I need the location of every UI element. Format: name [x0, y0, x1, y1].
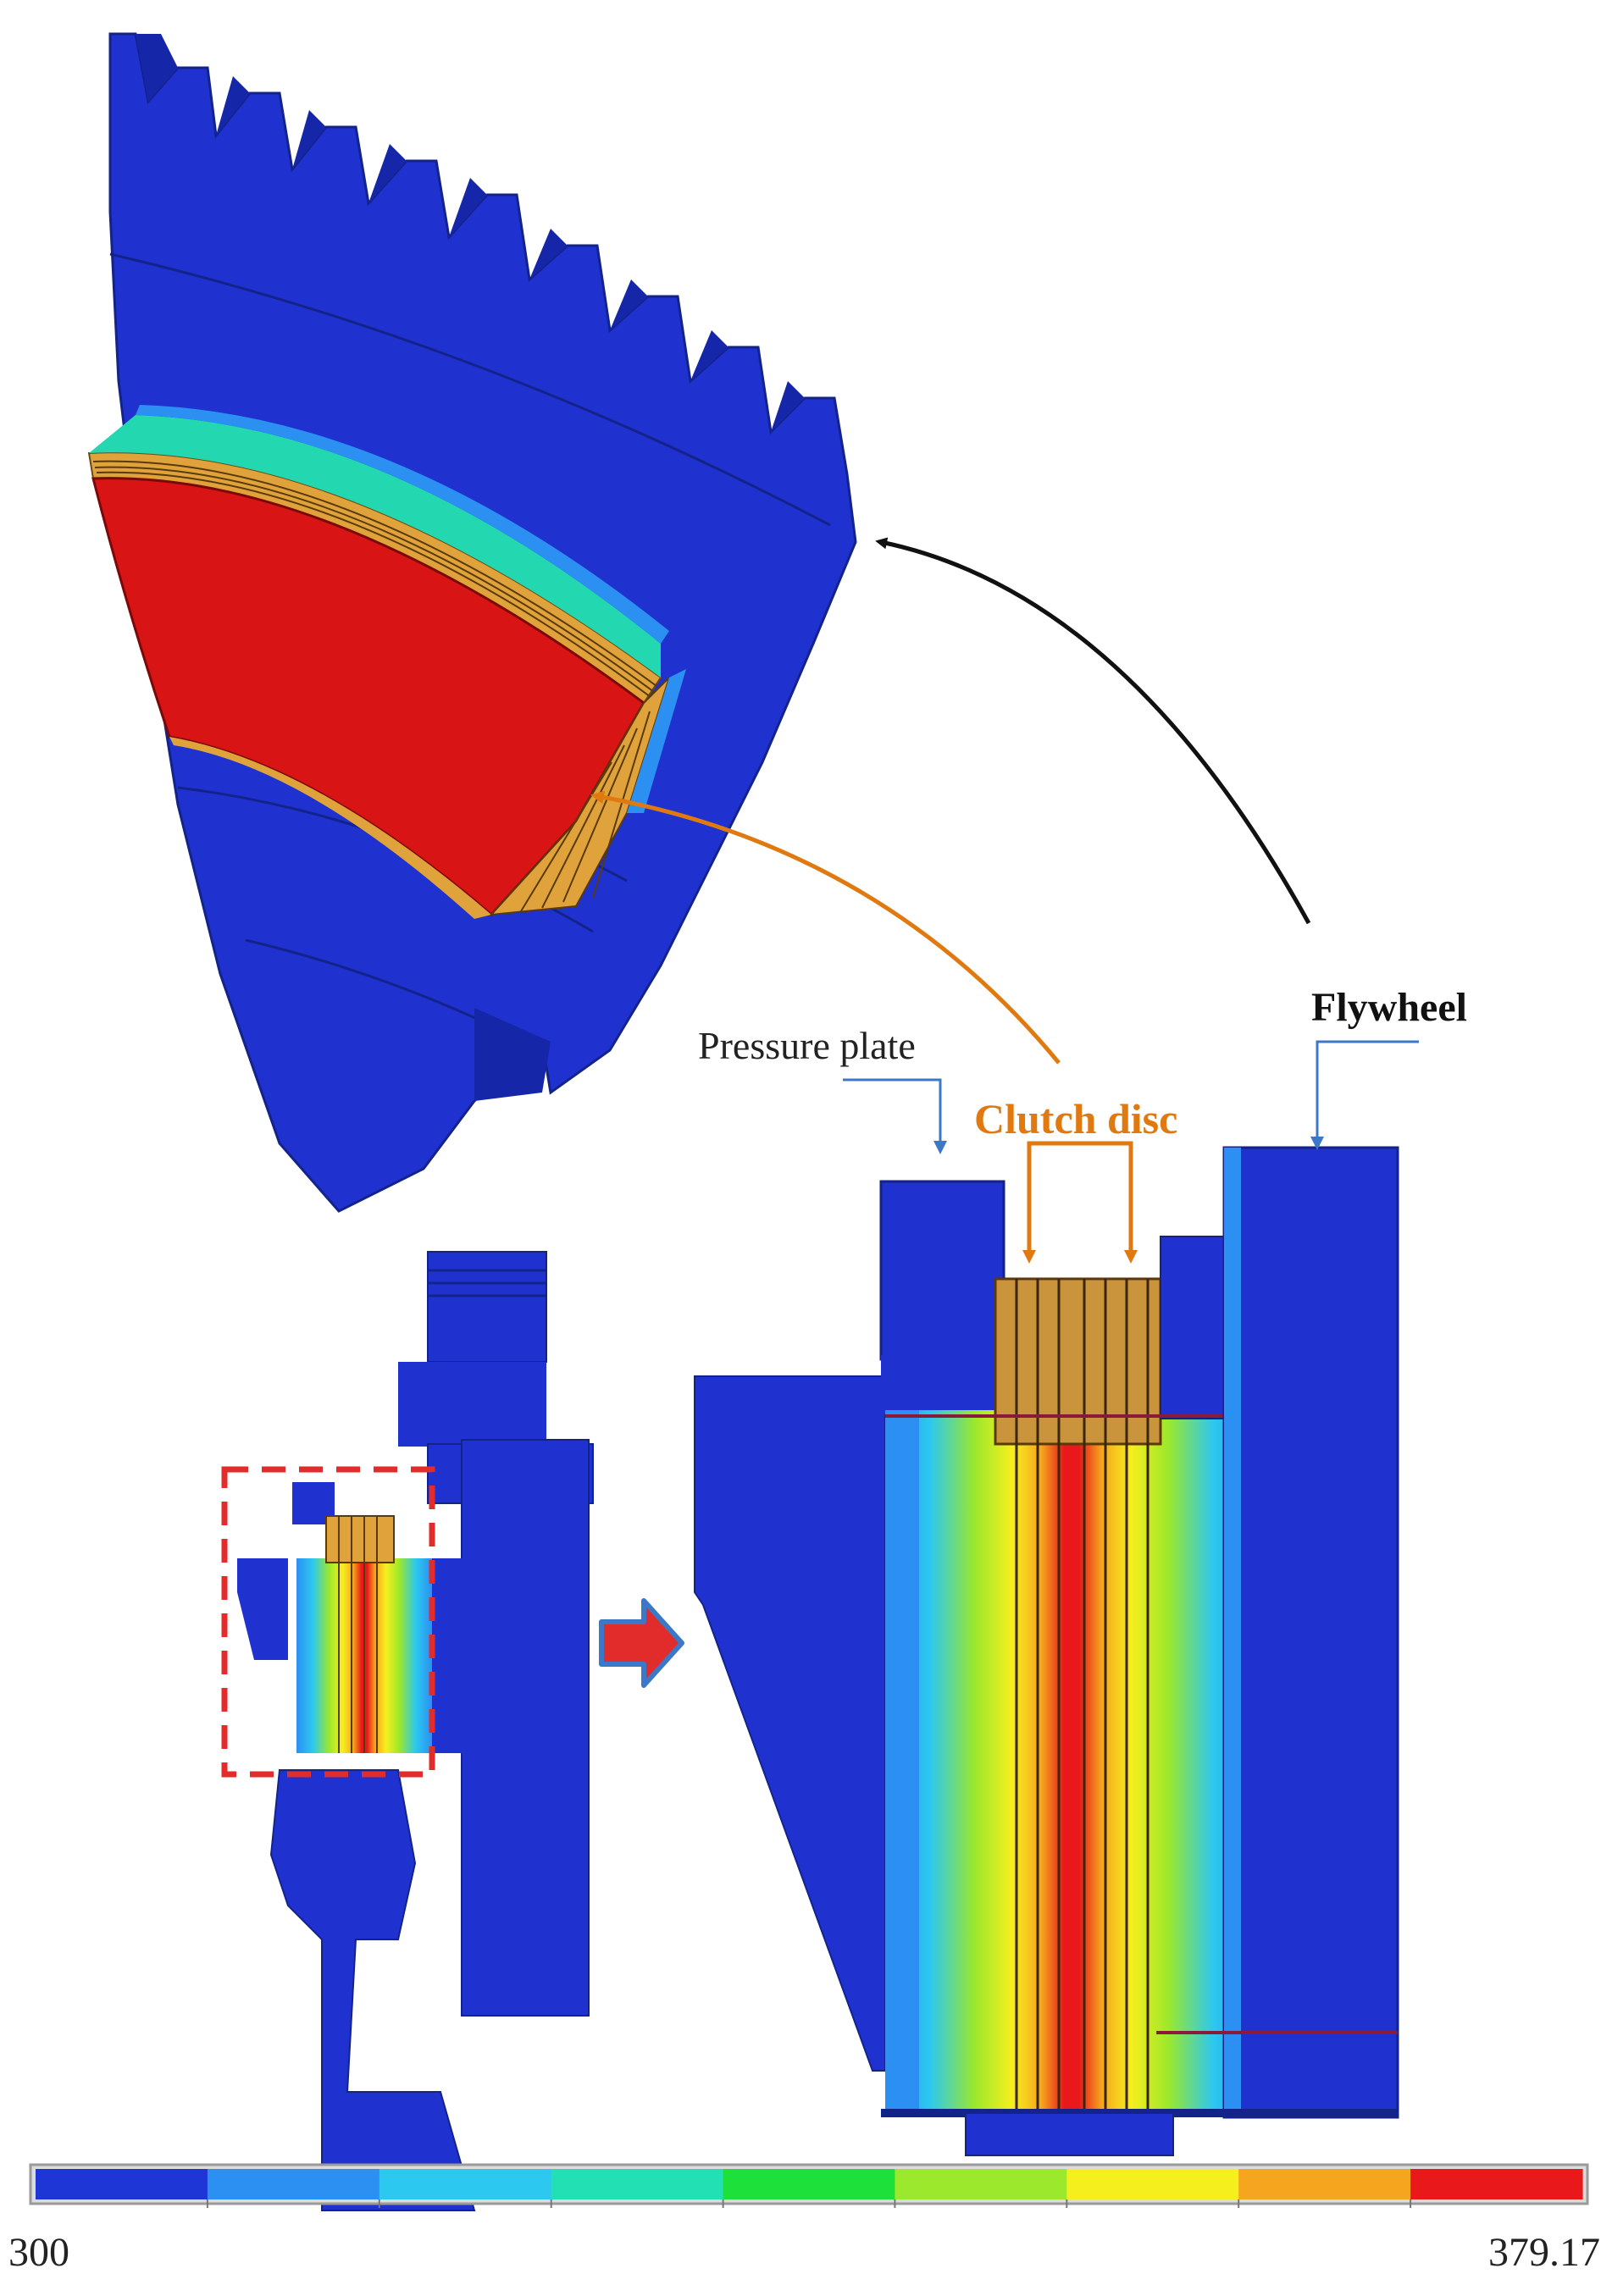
clutch-disc-label: Clutch disc — [974, 1095, 1178, 1142]
flywheel-leader — [1310, 1040, 1419, 1150]
colorbar-segment — [207, 2169, 380, 2199]
clutch-disc-bracket — [1027, 1141, 1133, 1253]
gear-teeth-shading — [136, 34, 805, 432]
disc-layers — [92, 460, 657, 698]
small-cross-section — [221, 1251, 594, 2211]
colorbar-segment — [723, 2169, 896, 2199]
colorbar-min-label: 300 — [8, 2230, 69, 2275]
colorbar-segment — [379, 2169, 552, 2199]
sector-3d-model — [87, 32, 857, 1213]
pressure-plate-block — [879, 1180, 1005, 1361]
temperature-colorbar — [29, 2163, 1589, 2208]
large-disc-heat-band — [885, 1410, 1258, 2113]
colorbar-segment — [551, 2169, 724, 2199]
pressure-plate-leader — [843, 1078, 947, 1154]
large-cross-section — [694, 1146, 1399, 2156]
flywheel-label: Flywheel — [1311, 985, 1467, 1030]
colorbar-segment — [1410, 2169, 1583, 2199]
pressure-plate-label: Pressure plate — [698, 1024, 916, 1067]
annotation-arrows — [590, 537, 1419, 1264]
flywheel-block — [1222, 1146, 1399, 2119]
colorbar-segment — [1066, 2169, 1239, 2199]
flywheel-to-3d-arrow — [875, 537, 1311, 925]
colorbar-segment — [1238, 2169, 1411, 2199]
zoom-arrow — [599, 1598, 684, 1688]
colorbar-max-label: 379.17 — [1488, 2230, 1600, 2275]
colorbar-segment — [895, 2169, 1067, 2199]
zoom-region-box — [221, 1466, 435, 1778]
colorbar-segment — [36, 2169, 208, 2199]
clutch-to-3d-arrow — [590, 790, 1061, 1065]
